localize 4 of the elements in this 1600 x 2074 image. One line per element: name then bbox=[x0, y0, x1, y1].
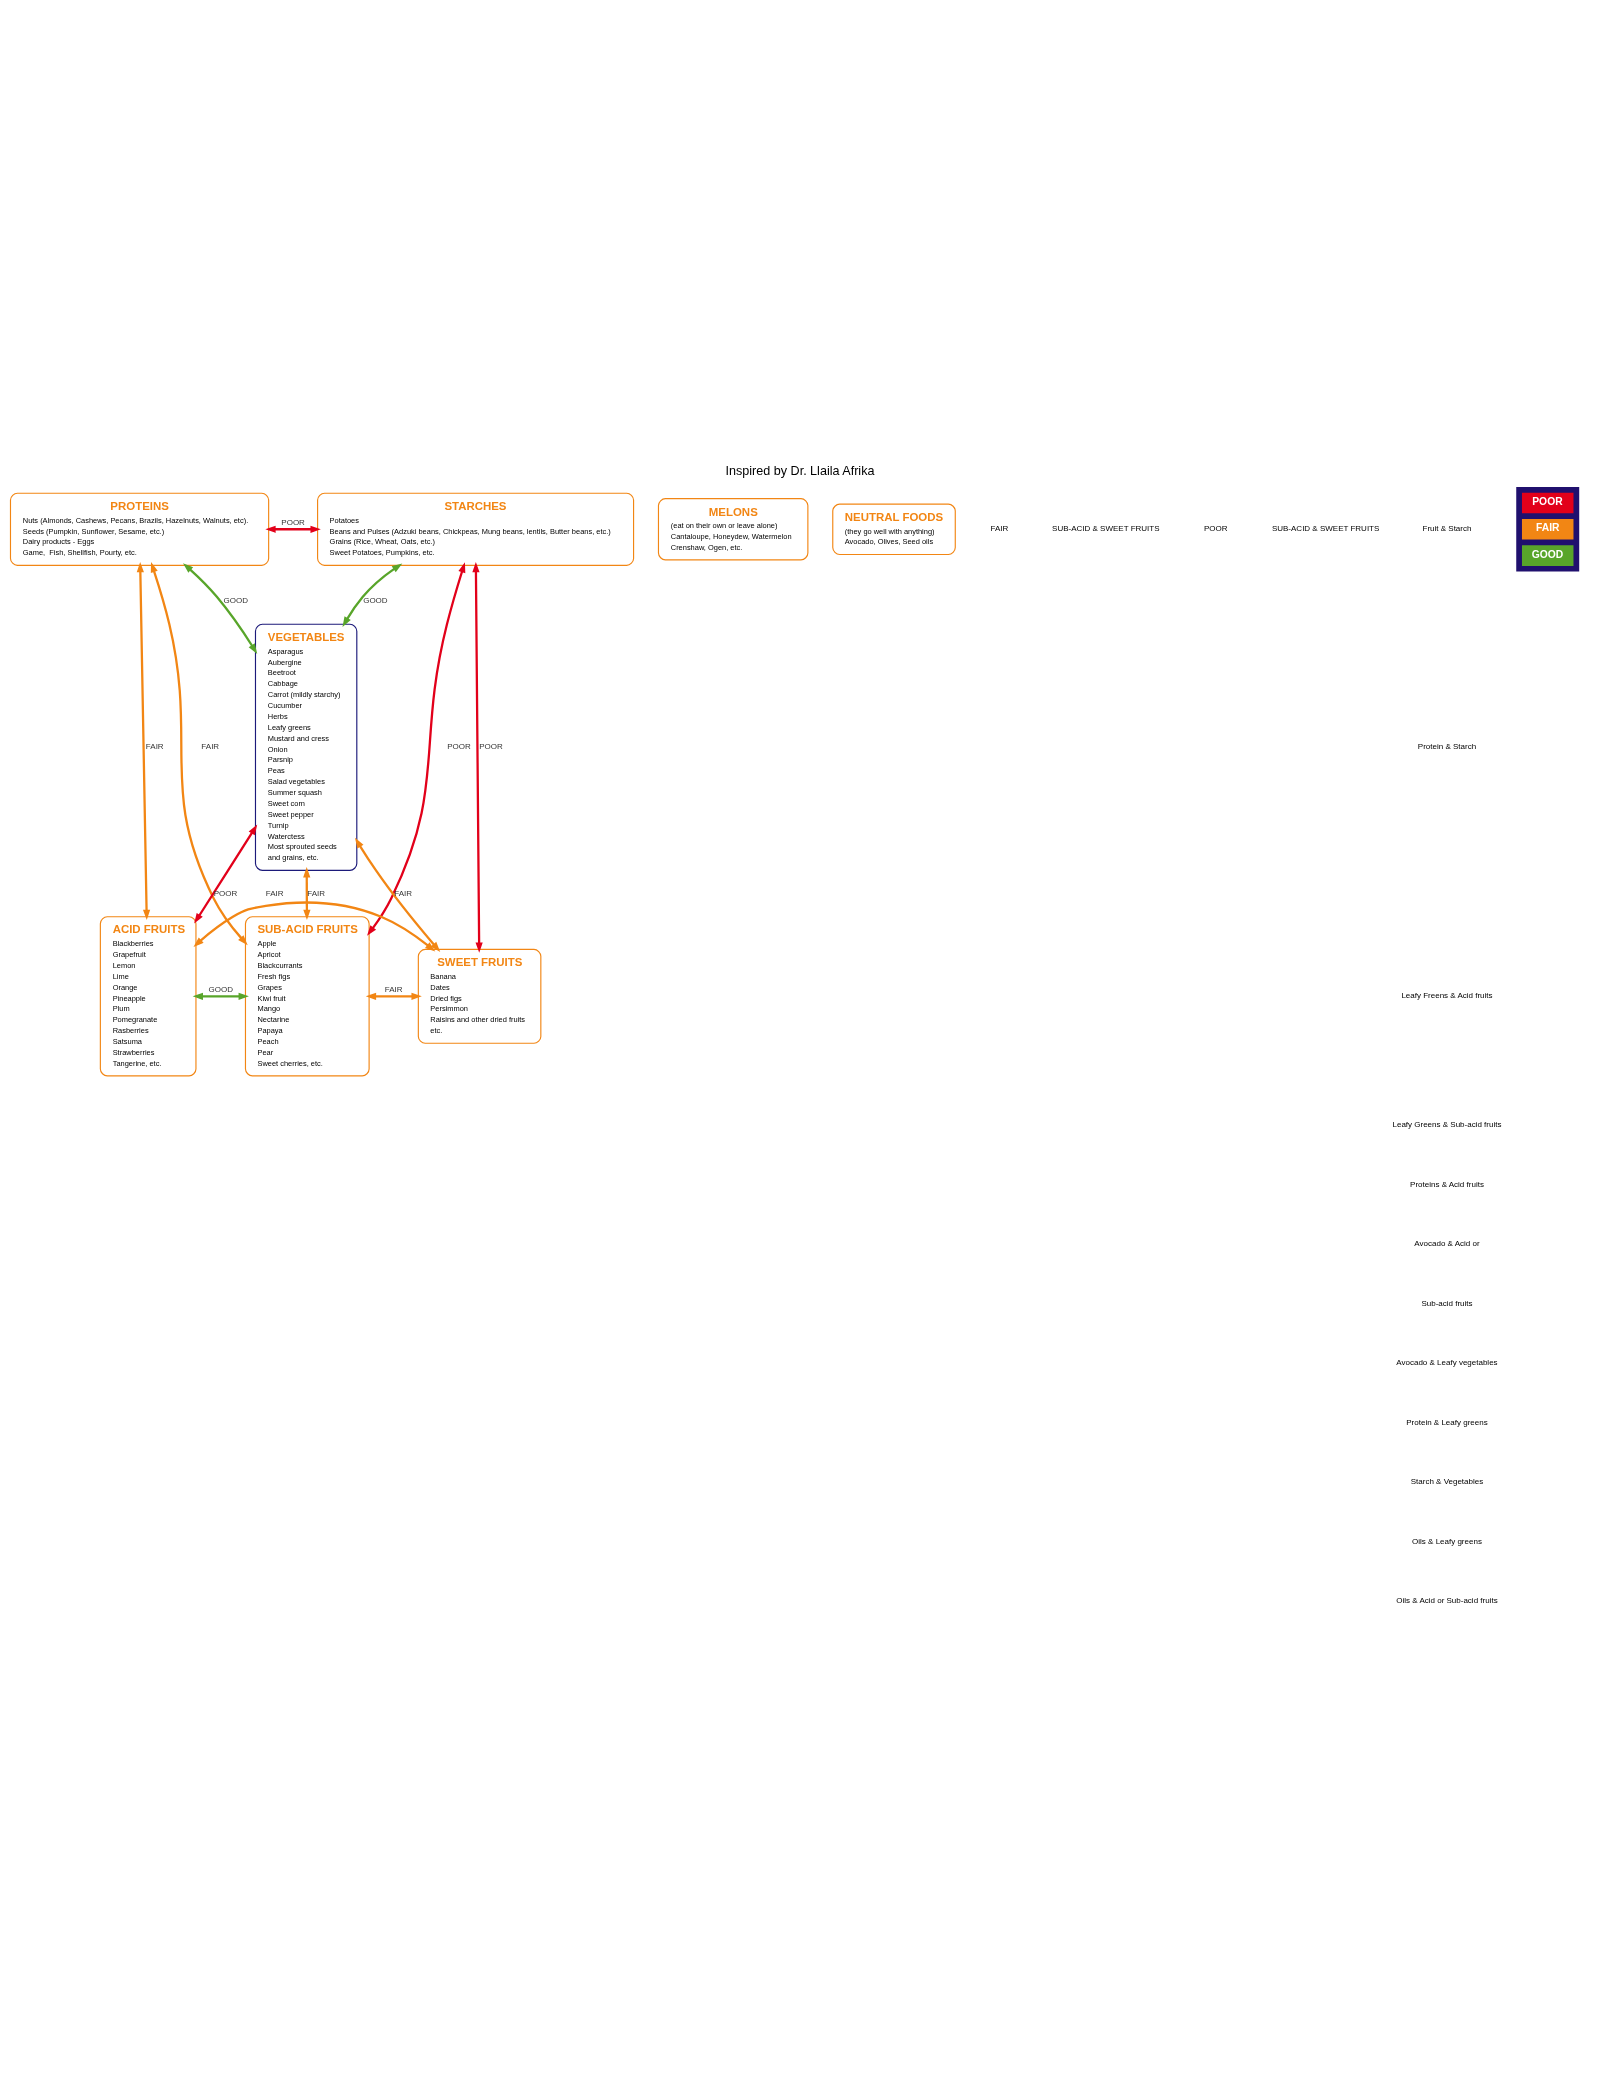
legend-label: GOOD bbox=[1531, 548, 1564, 560]
diagram-title: Inspired by Dr. Llaila Afrika bbox=[725, 463, 875, 478]
legend-label: FAIR bbox=[1535, 522, 1560, 534]
legend-label: POOR bbox=[1532, 495, 1563, 507]
